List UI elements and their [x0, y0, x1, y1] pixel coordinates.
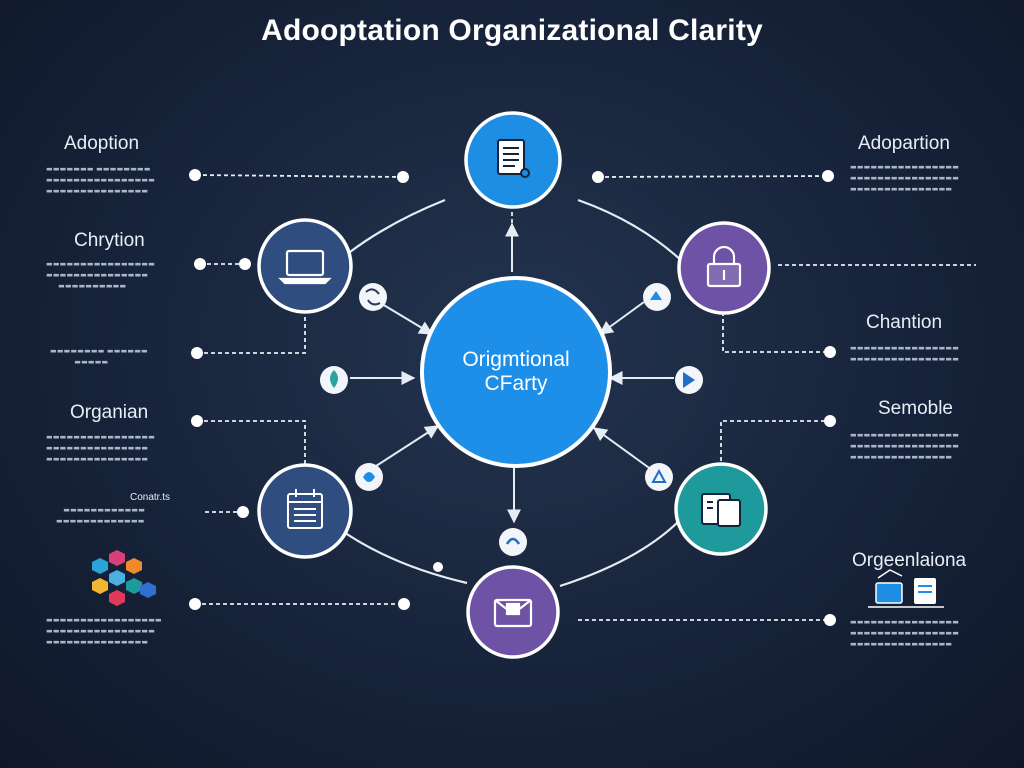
desc-right-2: ▬▬▬▬▬▬▬▬▬▬▬▬▬▬▬▬▬▬▬▬▬▬▬▬▬▬▬▬▬▬▬▬	[850, 344, 960, 363]
desc-left-5: ▬▬▬▬▬▬▬▬▬▬▬▬▬▬▬▬▬▬▬▬▬▬▬▬▬▬▬▬▬▬▬▬▬▬▬▬▬▬▬▬…	[46, 616, 162, 646]
badge-upper-left	[359, 283, 387, 311]
outer-arcs	[337, 198, 684, 588]
small-badges	[320, 283, 703, 556]
node-bottom	[466, 565, 560, 659]
hexagon-cluster-icon	[92, 550, 156, 606]
desc-right-3: ▬▬▬▬▬▬▬▬▬▬▬▬▬▬▬▬▬▬▬▬▬▬▬▬▬▬▬▬▬▬▬▬▬▬▬▬▬▬▬▬…	[850, 431, 960, 461]
desc-left-1: ▬▬▬▬▬▬▬ ▬▬▬▬▬▬▬▬▬▬▬▬▬▬▬▬▬▬▬▬▬▬▬▬▬▬▬▬▬▬▬▬…	[46, 165, 156, 195]
label-left-2: Chrytion	[74, 230, 145, 251]
label-left-3: Organian	[70, 402, 149, 423]
lock-icon	[706, 245, 742, 288]
desc-right-4: ▬▬▬▬▬▬▬▬▬▬▬▬▬▬▬▬▬▬▬▬▬▬▬▬▬▬▬▬▬▬▬▬▬▬▬▬▬▬▬▬…	[850, 618, 960, 648]
arc-top-left	[349, 198, 446, 253]
page-title: Adooptation Organizational Clarity	[261, 14, 763, 47]
label-left-1: Adoption	[64, 133, 140, 154]
center-hub	[420, 276, 612, 468]
arc-right-lower	[559, 519, 681, 588]
desc-right-1: ▬▬▬▬▬▬▬▬▬▬▬▬▬▬▬▬▬▬▬▬▬▬▬▬▬▬▬▬▬▬▬▬▬▬▬▬▬▬▬▬…	[850, 163, 960, 193]
label-right-4: Orgeenlaiona	[852, 550, 967, 571]
label-right-1: Adopartion	[858, 133, 950, 154]
node-upper-right	[677, 221, 771, 315]
arc-left-lower	[337, 527, 468, 585]
label-right-3: Semoble	[878, 398, 953, 419]
node-lower-right	[674, 462, 768, 556]
laptop-icon	[278, 249, 332, 285]
node-top	[464, 111, 562, 209]
node-upper-left	[257, 218, 353, 314]
desc-left-2b: ▬▬▬▬▬▬▬▬ ▬▬▬▬▬▬ ▬▬▬▬▬	[50, 347, 148, 366]
desc-left-2: ▬▬▬▬▬▬▬▬▬▬▬▬▬▬▬▬▬▬▬▬▬▬▬▬▬▬▬▬▬▬▬ ▬▬▬▬▬▬▬▬…	[46, 260, 156, 290]
desc-left-3: ▬▬▬▬▬▬▬▬▬▬▬▬▬▬▬▬▬▬▬▬▬▬▬▬▬▬▬▬▬▬▬▬▬▬▬▬▬▬▬▬…	[46, 433, 156, 463]
desc-left-4: ▬▬▬▬▬▬▬▬▬▬▬▬▬▬▬▬▬▬▬▬▬▬▬▬▬	[56, 506, 146, 525]
endpoint-dots	[189, 169, 836, 626]
badge-bottom	[499, 528, 527, 556]
label-right-2: Chantion	[866, 312, 943, 333]
node-lower-left	[257, 463, 353, 559]
arrows	[350, 222, 674, 524]
calendar-icon	[287, 489, 323, 529]
document-icon	[497, 139, 530, 178]
files-icon	[701, 493, 741, 527]
envelope-icon	[493, 598, 533, 628]
monitor-chart-icon	[868, 569, 944, 608]
badge-lower-right	[645, 463, 673, 491]
label-left-4: Conatr.ts	[130, 492, 171, 503]
arc-top-right	[577, 198, 684, 263]
